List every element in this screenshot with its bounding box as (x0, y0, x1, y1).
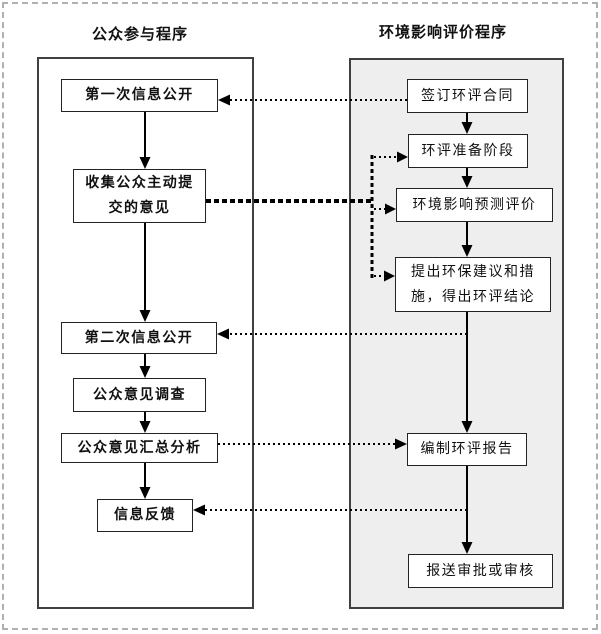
flow-box-label: 第二次信息公开 (84, 329, 194, 346)
flow-box-label: 报送审批或审核 (426, 562, 535, 579)
flow-box-label-line1: 收集公众主动提 (85, 175, 194, 191)
right-column-title: 环境影响评价程序 (379, 23, 508, 41)
flow-box-eia-preparation-stage: 环评准备阶段 (408, 134, 528, 168)
flow-box-label: 签订环评合同 (421, 87, 514, 104)
flow-box-label: 信息反馈 (114, 507, 176, 523)
flow-box-sign-eia-contract: 签订环评合同 (407, 79, 528, 113)
flow-box-second-info-disclosure: 第二次信息公开 (61, 322, 217, 354)
flow-box-label: 公众意见调查 (93, 386, 186, 403)
flow-box-public-opinion-survey: 公众意见调查 (73, 378, 206, 412)
flow-box-label-line2: 施，得出环评结论 (411, 288, 535, 305)
flow-box-env-impact-prediction: 环境影响预测评价 (396, 188, 553, 222)
flow-box-first-info-disclosure: 第一次信息公开 (61, 79, 218, 112)
flow-box-label-line2: 交的意见 (108, 200, 171, 216)
flow-box-label: 公众意见汇总分析 (77, 439, 202, 456)
left-column-title: 公众参与程序 (92, 25, 189, 43)
flow-box-label: 编制环评报告 (420, 441, 514, 457)
flow-box-submit-approval-review: 报送审批或审核 (408, 554, 553, 588)
flow-box-opinion-summary-analysis: 公众意见汇总分析 (61, 433, 218, 463)
flow-box-label: 第一次信息公开 (85, 87, 194, 103)
flow-box-info-feedback: 信息反馈 (97, 499, 193, 532)
flow-box-collect-public-opinions: 收集公众主动提 交的意见 (73, 169, 206, 223)
flow-box-compile-eia-report: 编制环评报告 (407, 433, 527, 466)
flow-box-label-line1: 提出环保建议和措 (411, 263, 535, 280)
flow-box-label: 环评准备阶段 (421, 142, 515, 159)
flow-box-label: 环境影响预测评价 (412, 196, 537, 213)
flow-box-propose-measures-conclusion: 提出环保建议和措 施，得出环评结论 (395, 257, 551, 312)
